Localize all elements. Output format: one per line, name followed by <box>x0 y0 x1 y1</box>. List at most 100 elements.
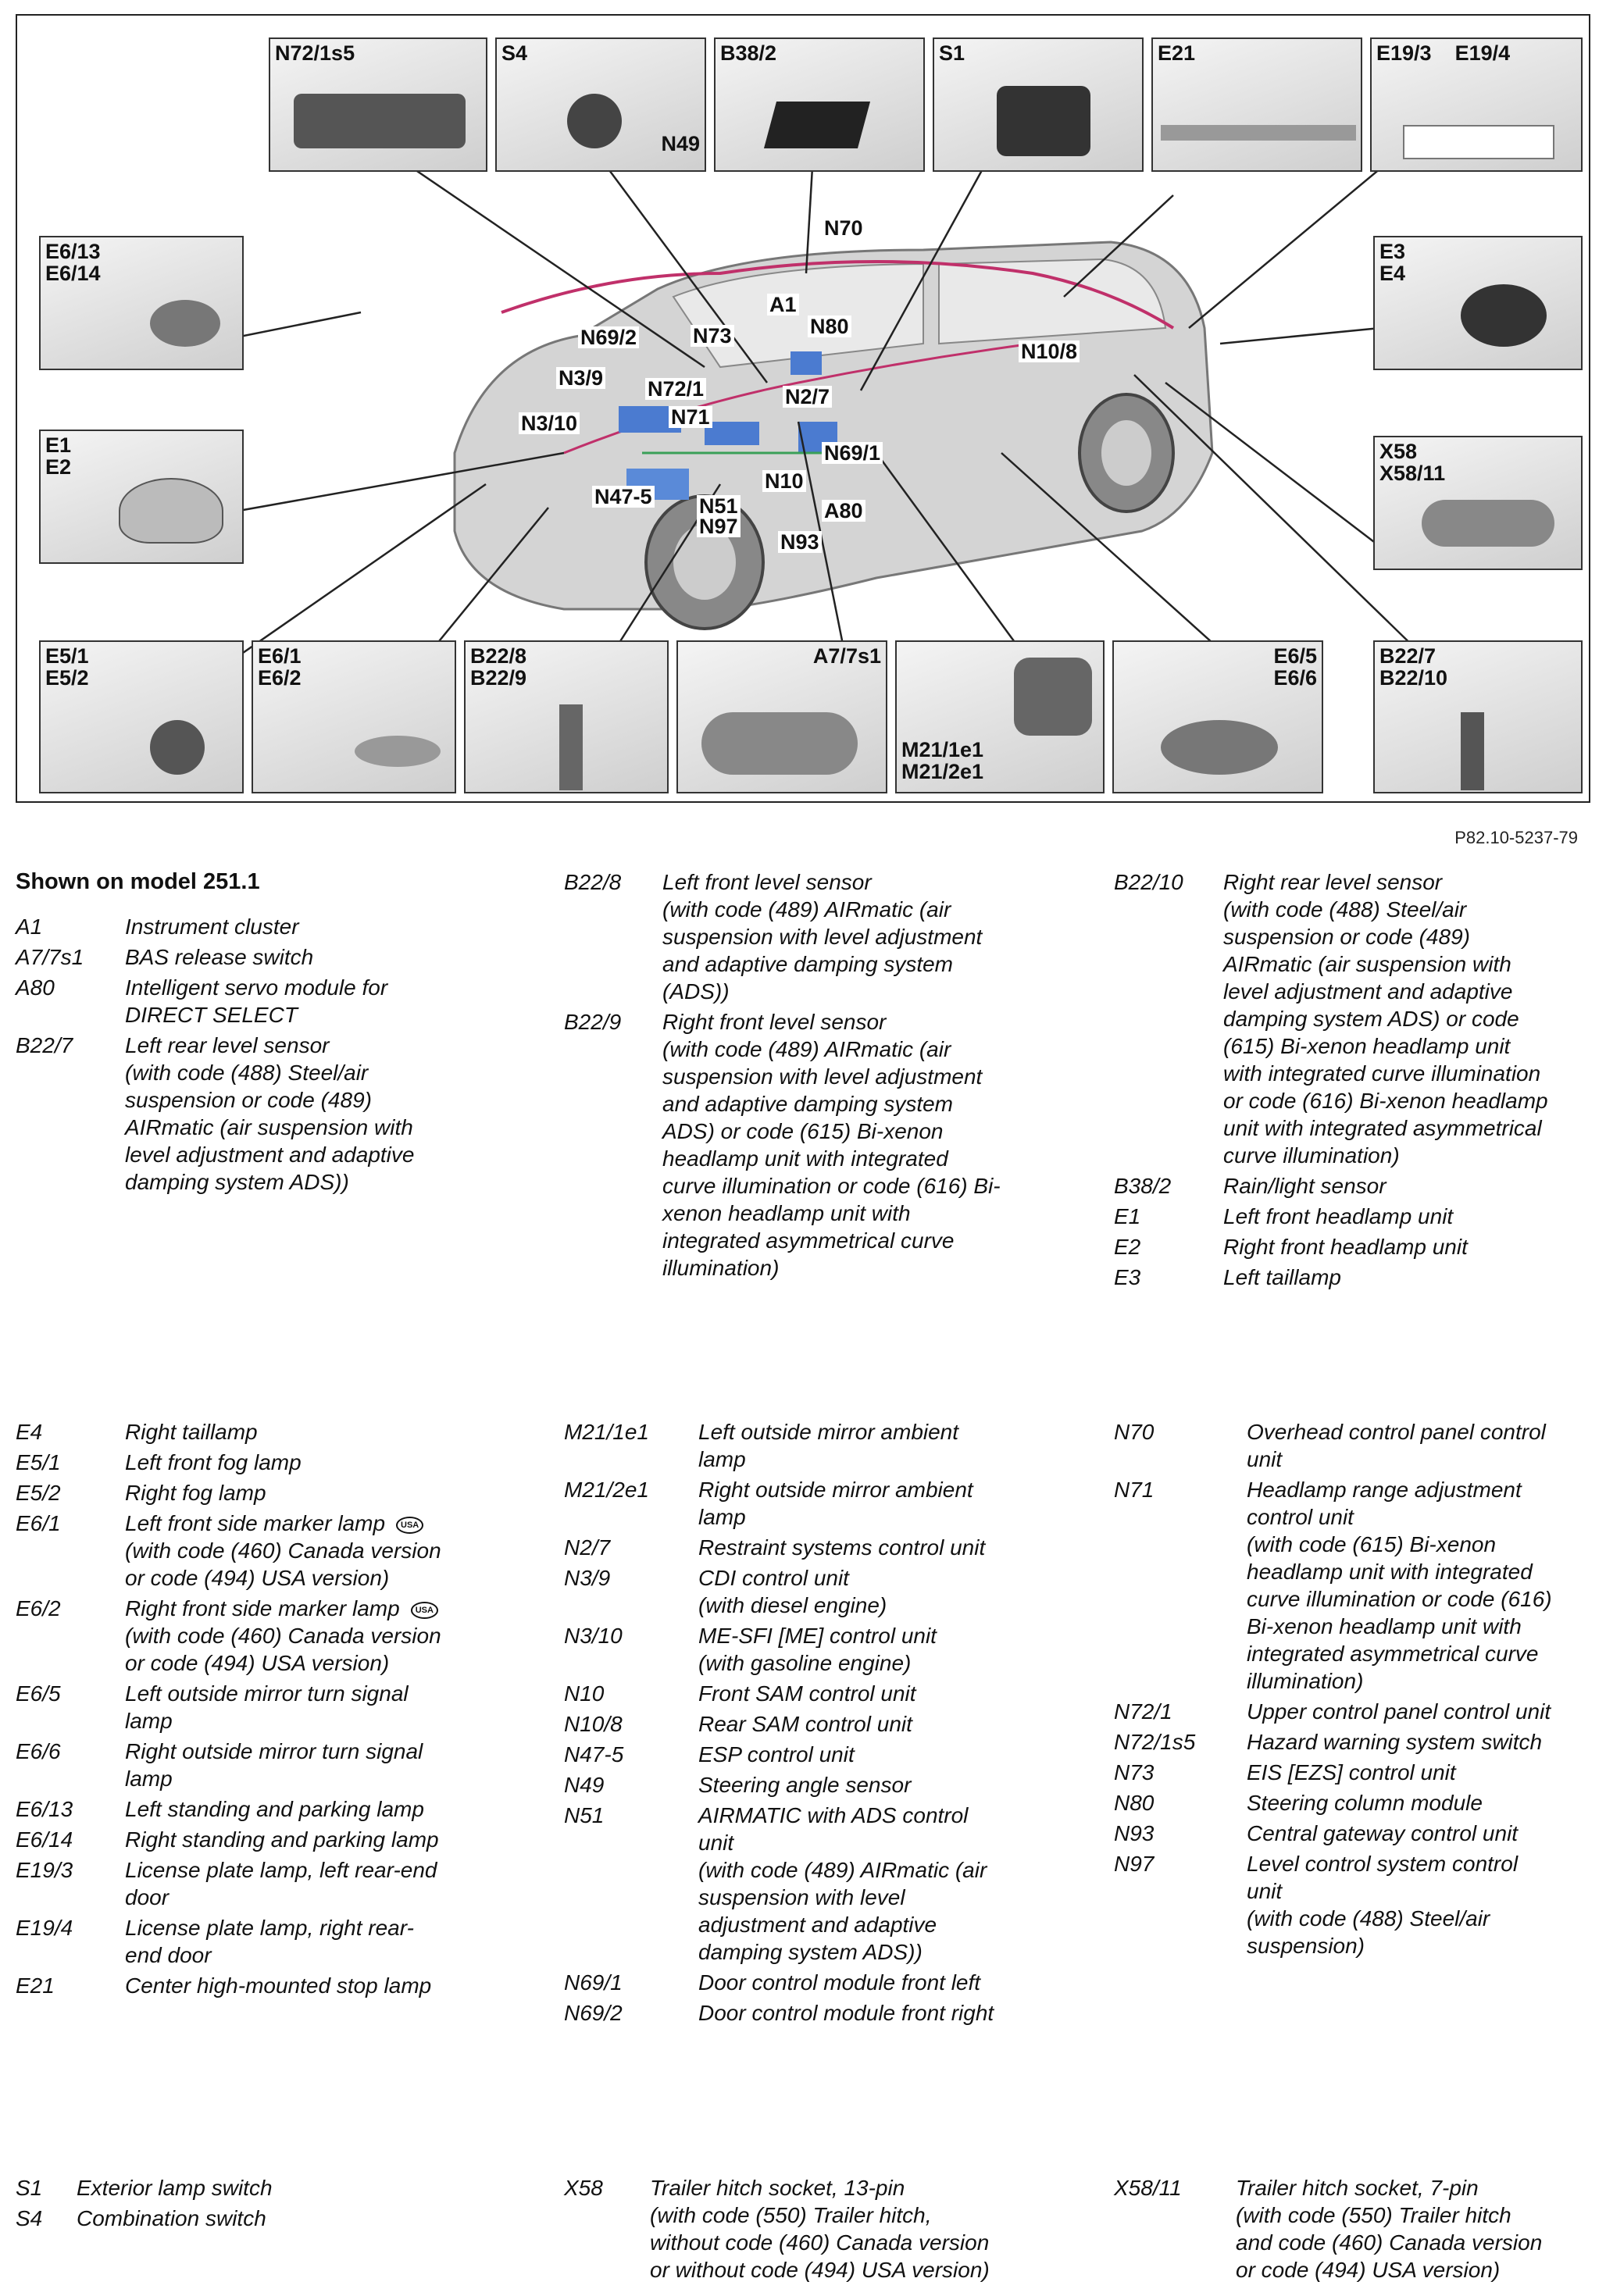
legend-description-text: Steering column module <box>1247 1791 1483 1815</box>
legend-code: E6/2 <box>16 1595 125 1677</box>
callout-n97: N97 <box>697 515 741 537</box>
legend-description-text: Level control system control unit (with … <box>1247 1852 1518 1958</box>
legend-description-text: Left front headlamp unit <box>1223 1204 1453 1228</box>
legend-code: N71 <box>1114 1476 1247 1695</box>
legend-code: E6/1 <box>16 1510 125 1592</box>
legend-description: Right fog lamp <box>125 1479 523 1506</box>
legend-description: Door control module front left <box>698 1969 1056 1996</box>
legend-code: A1 <box>16 913 125 940</box>
legend-code: N72/1s5 <box>1114 1728 1247 1756</box>
legend-description-text: Door control module front left <box>698 1970 980 1995</box>
legend-code: N49 <box>564 1771 698 1799</box>
inset-front-level-sensors: B22/8 B22/9 <box>464 640 669 793</box>
inset-label: E6/13 E6/14 <box>45 241 101 284</box>
legend-description-text: Right rear level sensor (with code (488)… <box>1223 870 1548 1168</box>
callout-n70: N70 <box>822 217 865 239</box>
legend-description: Steering column module <box>1247 1789 1590 1816</box>
legend-description: Door control module front right <box>698 1999 1056 2027</box>
legend-code: M21/1e1 <box>564 1418 698 1473</box>
legend-entry: E19/3License plate lamp, left rear-end d… <box>16 1856 523 1911</box>
legend-description: License plate lamp, right rear- end door <box>125 1914 523 1969</box>
legend-code: N72/1 <box>1114 1698 1247 1725</box>
inset-rear-level-sensors: B22/7 B22/10 <box>1373 640 1583 793</box>
legend-description: Right outside mirror turn signal lamp <box>125 1738 523 1792</box>
legend-description-text: Hazard warning system switch <box>1247 1730 1542 1754</box>
legend-description-text: EIS [EZS] control unit <box>1247 1760 1456 1784</box>
legend-entry: E5/2Right fog lamp <box>16 1479 523 1506</box>
legend-description: Combination switch <box>77 2205 523 2232</box>
legend-description-text: Steering angle sensor <box>698 1773 911 1797</box>
component-location-figure: N72/1s5 S4 N49 B38/2 S1 E21 E19/3 E19/4 … <box>16 14 1590 803</box>
legend-code: E21 <box>16 1972 125 1999</box>
legend-description: BAS release switch <box>125 943 516 971</box>
legend-description: Central gateway control unit <box>1247 1820 1590 1847</box>
legend-code: B38/2 <box>1114 1172 1223 1200</box>
legend-description-text: Exterior lamp switch <box>77 2176 273 2200</box>
legend-code: B22/7 <box>16 1032 125 1196</box>
legend-code: N93 <box>1114 1820 1247 1847</box>
legend-description-text: Restraint systems control unit <box>698 1535 985 1560</box>
inset-label: S4 <box>501 42 527 64</box>
legend-code: E19/4 <box>16 1914 125 1969</box>
legend-description-text: Left standing and parking lamp <box>125 1797 424 1821</box>
legend-description-text: Right taillamp <box>125 1420 258 1444</box>
callout-n69-1: N69/1 <box>822 442 883 464</box>
car-illustration <box>455 242 1212 629</box>
callout-n2-7: N2/7 <box>783 386 832 408</box>
legend-description-text: Center high-mounted stop lamp <box>125 1973 431 1998</box>
legend-code: A7/7s1 <box>16 943 125 971</box>
legend-description-text: Right front side marker lamp <box>125 1596 400 1620</box>
inset-rain-light-sensor: B38/2 <box>714 37 925 172</box>
legend-description-text: Left front side marker lamp <box>125 1511 385 1535</box>
legend-description-text: Overhead control panel control unit <box>1247 1420 1546 1471</box>
inset-label: E5/1 E5/2 <box>45 645 89 689</box>
legend-description-text: Trailer hitch socket, 13-pin (with code … <box>650 2176 990 2282</box>
callout-n3-10: N3/10 <box>519 412 580 434</box>
legend-title: Shown on model 251.1 <box>16 868 516 896</box>
legend-description-text: Headlamp range adjustment control unit (… <box>1247 1478 1552 1693</box>
inset-combination-switch: S4 N49 <box>495 37 706 172</box>
legend-description: Left rear level sensor (with code (488) … <box>125 1032 516 1196</box>
inset-stop-lamp: E21 <box>1151 37 1362 172</box>
legend-entry: E4Right taillamp <box>16 1418 523 1446</box>
legend-entry: E6/1Left front side marker lampUSA (with… <box>16 1510 523 1592</box>
inset-label: E6/5 E6/6 <box>1273 645 1317 689</box>
legend-description-text: Upper control panel control unit <box>1247 1699 1551 1724</box>
legend-s2-col2: M21/1e1Left outside mirror ambient lampM… <box>564 1418 1056 2030</box>
callout-a1: A1 <box>767 294 799 316</box>
legend-code: N73 <box>1114 1759 1247 1786</box>
legend-code: A80 <box>16 974 125 1029</box>
legend-description: Left front level sensor (with code (489)… <box>662 868 1048 1005</box>
legend-entry: N3/9CDI control unit (with diesel engine… <box>564 1564 1056 1619</box>
callout-a80: A80 <box>822 500 865 522</box>
legend-description: Trailer hitch socket, 7-pin (with code (… <box>1236 2174 1590 2284</box>
legend-code: E1 <box>1114 1203 1223 1230</box>
legend-code: E6/14 <box>16 1826 125 1853</box>
legend-code: M21/2e1 <box>564 1476 698 1531</box>
inset-parking-lamps: E6/13 E6/14 <box>39 236 244 370</box>
callout-n10-8: N10/8 <box>1019 340 1080 362</box>
legend-description-text: Right fog lamp <box>125 1481 266 1505</box>
legend-code: E6/13 <box>16 1795 125 1823</box>
legend-code: E2 <box>1114 1233 1223 1260</box>
inset-label: M21/1e1 M21/2e1 <box>901 739 983 783</box>
legend-code: N69/2 <box>564 1999 698 2027</box>
legend-description-text: Rain/light sensor <box>1223 1174 1387 1198</box>
legend-s1-col2: B22/8Left front level sensor (with code … <box>564 868 1048 1285</box>
inset-headlamps: E1 E2 <box>39 430 244 564</box>
legend-description-text: License plate lamp, left rear-end door <box>125 1858 437 1909</box>
legend-description-text: Trailer hitch socket, 7-pin (with code (… <box>1236 2176 1542 2282</box>
legend-description: Left front side marker lampUSA (with cod… <box>125 1510 523 1592</box>
